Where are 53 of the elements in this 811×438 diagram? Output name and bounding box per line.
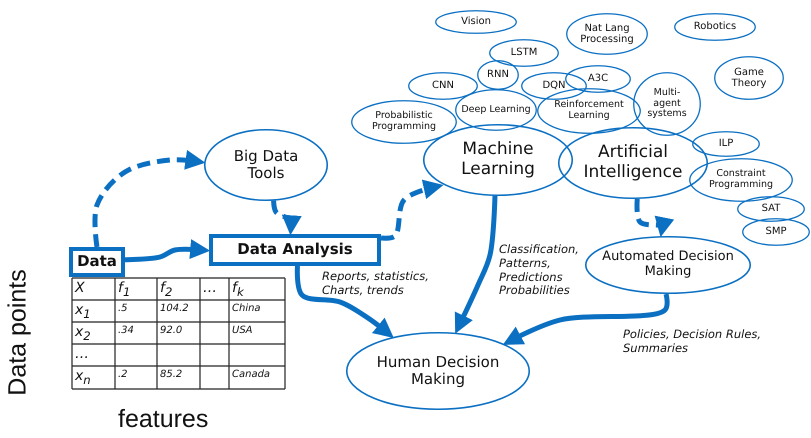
topic-ellipse: SAT bbox=[737, 196, 805, 222]
table-cell: x$_{n}$ bbox=[75, 369, 91, 386]
edge-label: Classification, Patterns, Predictions Probabilities bbox=[499, 243, 579, 298]
topic-ellipse: Multi-agent systems bbox=[633, 72, 701, 136]
topic-ellipse: Deep Learning bbox=[455, 89, 537, 131]
topic-ellipse: Vision bbox=[435, 10, 517, 34]
edge-label: Policies, Decision Rules, Summaries bbox=[623, 328, 762, 356]
topic-ellipse: Constraint Programming bbox=[689, 158, 793, 202]
topic-ellipse: Automated Decision Making bbox=[585, 236, 751, 294]
arrow bbox=[294, 266, 394, 338]
table-cell: … bbox=[75, 347, 89, 361]
table-cell: f$_{1}$ bbox=[118, 281, 130, 298]
topic-ellipse: ILP bbox=[692, 131, 760, 157]
table-cell: China bbox=[232, 304, 261, 314]
arrow bbox=[124, 239, 210, 262]
process-box: Data bbox=[69, 247, 125, 277]
table-cell: .34 bbox=[118, 326, 134, 336]
topic-ellipse: LSTM bbox=[489, 39, 559, 67]
topic-ellipse: Artificial Intelligence bbox=[558, 127, 708, 199]
column-axis-title: features bbox=[118, 405, 208, 434]
table-cell: .5 bbox=[118, 304, 128, 314]
topic-ellipse: Human Decision Making bbox=[346, 332, 530, 410]
table-cell: 92.0 bbox=[160, 326, 182, 336]
table-cell: x$_{1}$ bbox=[75, 303, 91, 320]
table-cell: f$_{2}$ bbox=[160, 281, 172, 298]
table-cell: f$_{k}$ bbox=[232, 281, 244, 298]
arrow bbox=[271, 200, 302, 236]
topic-ellipse: Game Theory bbox=[714, 56, 784, 100]
table-cell: Canada bbox=[232, 370, 270, 380]
table-cell: .2 bbox=[118, 370, 128, 380]
table-cell: USA bbox=[232, 326, 253, 336]
topic-ellipse: A3C bbox=[565, 65, 631, 93]
table-cell: 85.2 bbox=[160, 370, 182, 380]
topic-ellipse: Big Data Tools bbox=[204, 129, 328, 201]
arrow bbox=[502, 293, 670, 345]
row-axis-title: Data points bbox=[4, 269, 33, 396]
topic-ellipse: CNN bbox=[408, 72, 478, 100]
process-box: Data Analysis bbox=[209, 234, 381, 266]
topic-ellipse: DQN bbox=[521, 72, 587, 100]
topic-ellipse: Reinforcement Learning bbox=[537, 88, 641, 134]
edge-label: Reports, statistics, Charts, trends bbox=[322, 270, 430, 298]
topic-ellipse: RNN bbox=[477, 60, 519, 90]
topic-ellipse: Probabilistic Programming bbox=[351, 100, 457, 144]
table-cell: 104.2 bbox=[160, 304, 189, 314]
table-cell: X bbox=[75, 281, 85, 295]
arrow bbox=[92, 150, 206, 248]
table-cell: x$_{2}$ bbox=[75, 325, 91, 342]
topic-ellipse: Robotics bbox=[674, 13, 756, 41]
topic-ellipse: SMP bbox=[742, 218, 810, 246]
arrow bbox=[454, 196, 498, 334]
table-cell: … bbox=[203, 281, 217, 295]
topic-ellipse: Nat Lang Processing bbox=[566, 13, 648, 55]
arrow bbox=[380, 180, 444, 241]
